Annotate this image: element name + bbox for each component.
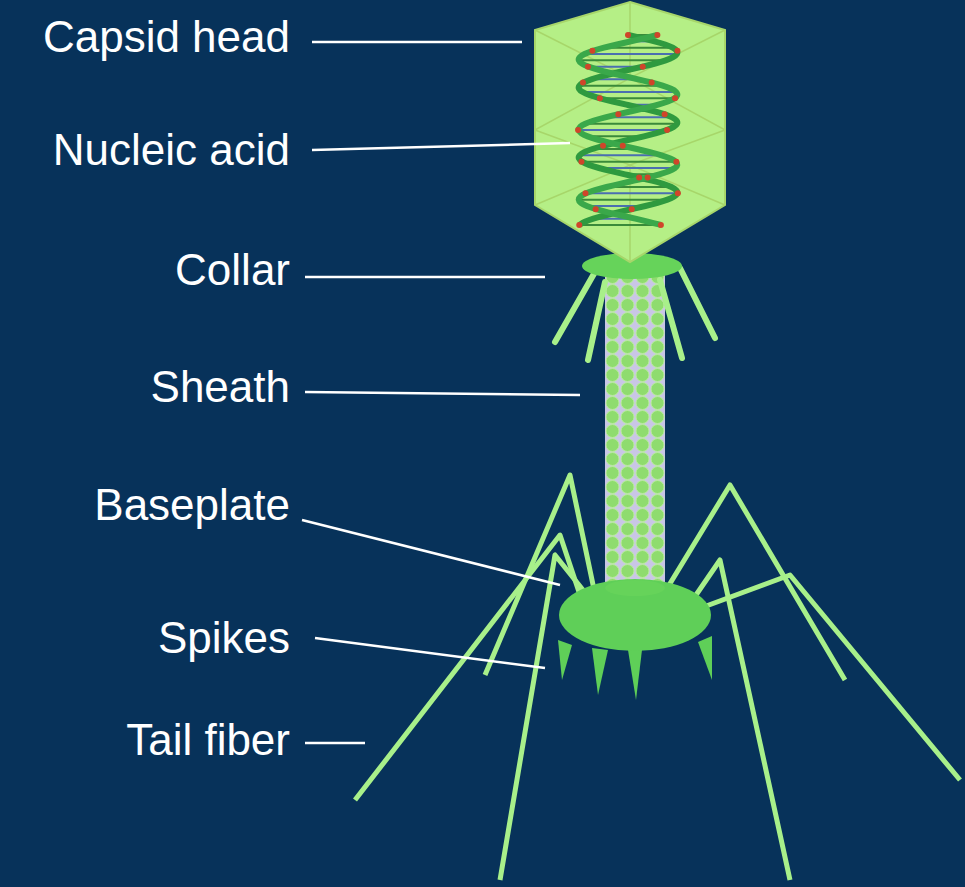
phosphate: [654, 32, 660, 38]
phosphate: [675, 190, 681, 196]
phosphate: [629, 206, 635, 212]
phosphate: [636, 175, 642, 181]
phosphate: [575, 127, 581, 133]
base-pair: [578, 129, 667, 131]
phosphate: [645, 175, 651, 181]
base-pair: [578, 199, 668, 201]
phosphate: [585, 64, 591, 70]
baseplate-hub: [605, 580, 665, 596]
phosphate: [582, 190, 588, 196]
phosphate: [593, 206, 599, 212]
baseplate: [559, 579, 711, 651]
capsid-head: [535, 2, 725, 262]
base-pair: [584, 53, 678, 55]
dna-helix: [575, 32, 681, 228]
phosphate: [576, 222, 582, 228]
leader-lines: [302, 42, 580, 743]
dna-backbone: [579, 35, 678, 225]
base-pair: [581, 161, 676, 163]
phosphate: [625, 32, 631, 38]
part-label: Collar: [175, 246, 290, 294]
phosphate: [597, 95, 603, 101]
phosphate: [662, 111, 668, 117]
base-pair: [585, 123, 678, 125]
phosphate: [620, 143, 626, 149]
phosphate: [649, 80, 655, 86]
phosphate: [664, 127, 670, 133]
part-label: Nucleic acid: [53, 126, 290, 174]
phosphate: [672, 95, 678, 101]
part-label: Baseplate: [94, 481, 290, 529]
phosphate: [580, 80, 586, 86]
base-pair: [582, 91, 677, 93]
base-pair: [585, 192, 677, 194]
phosphate: [615, 111, 621, 117]
capsid-faces: [535, 2, 725, 262]
sheath-rings: [605, 268, 665, 590]
phosphate: [658, 222, 664, 228]
phosphate: [674, 48, 680, 54]
phosphate: [589, 48, 595, 54]
collar-whiskers: [555, 268, 715, 360]
phosphate: [640, 64, 646, 70]
phosphate: [578, 159, 584, 165]
sheath: [605, 268, 665, 590]
phosphate: [600, 143, 606, 149]
dna-backbone: [579, 35, 678, 225]
part-label: Tail fiber: [126, 716, 290, 764]
part-label: Spikes: [158, 614, 290, 662]
part-label: Sheath: [151, 363, 290, 411]
phosphate: [673, 159, 679, 165]
part-label: Capsid head: [43, 13, 290, 61]
